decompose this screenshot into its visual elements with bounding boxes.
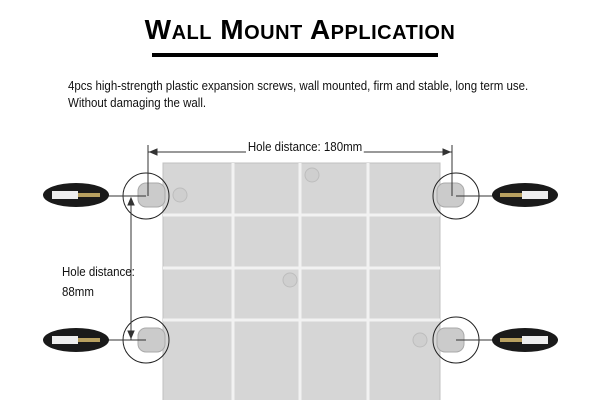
page-title: Wall Mount Application <box>144 14 456 45</box>
description-line-2: Without damaging the wall. <box>68 96 207 110</box>
title-underline <box>152 53 438 57</box>
vertical-label-line-2: 88mm <box>62 285 94 299</box>
vertical-distance-label: Hole distance: 88mm <box>62 262 135 302</box>
description: 4pcs high-strength plastic expansion scr… <box>68 78 528 112</box>
mount-tabs <box>137 182 465 353</box>
screw-icon <box>492 328 558 352</box>
screw-icon <box>492 183 558 207</box>
horizontal-distance-label: Hole distance: 180mm <box>246 140 365 154</box>
vertical-label-line-1: Hole distance: <box>62 265 135 279</box>
screw-icon <box>43 183 109 207</box>
expansion-screw-icons <box>43 183 558 352</box>
enclosure-box <box>162 162 441 400</box>
screw-icon <box>43 328 109 352</box>
description-line-1: 4pcs high-strength plastic expansion scr… <box>68 79 529 93</box>
